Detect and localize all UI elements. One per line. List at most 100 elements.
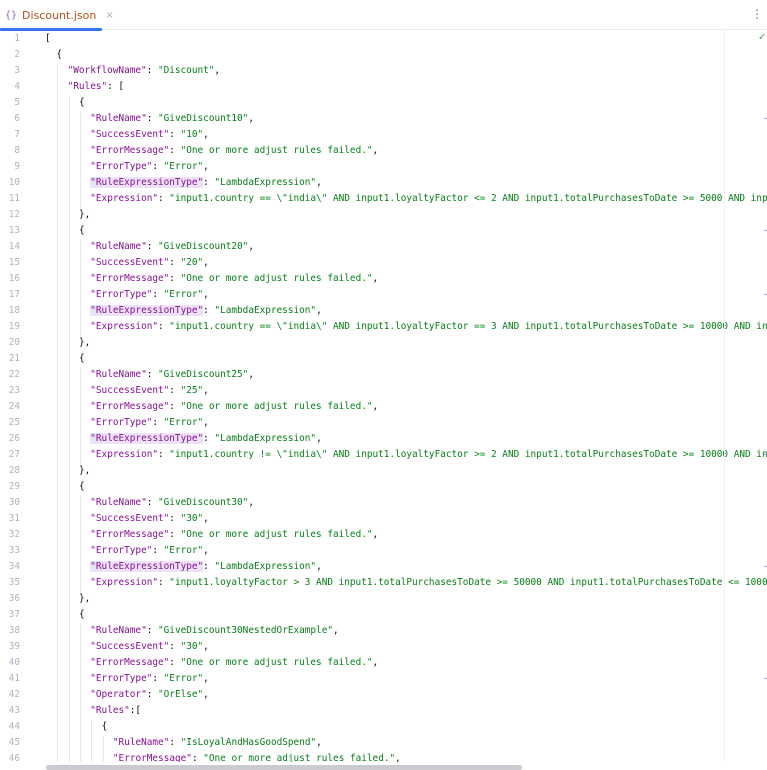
code-line[interactable]: 15"SuccessEvent": "20", — [0, 255, 767, 271]
indent-guide — [79, 399, 81, 415]
code-line[interactable]: 46"ErrorMessage": "One or more adjust ru… — [0, 751, 767, 762]
code-line[interactable]: 36}, — [0, 591, 767, 607]
indent-guide — [79, 303, 81, 319]
code-line[interactable]: 8"ErrorMessage": "One or more adjust rul… — [0, 143, 767, 159]
code-editor[interactable]: 1[2{3"WorkflowName": "Discount",4"Rules"… — [0, 30, 767, 762]
code-line[interactable]: 34"RuleExpressionType": "LambdaExpressio… — [0, 559, 767, 575]
json-punctuation: , — [203, 545, 209, 556]
code-line[interactable]: 42"Operator": "OrElse", — [0, 687, 767, 703]
indent-guide — [79, 271, 81, 287]
code-line[interactable]: 13{ — [0, 223, 767, 239]
json-punctuation: : — [191, 753, 204, 762]
code-line[interactable]: 2{ — [0, 47, 767, 63]
code-line[interactable]: 33"ErrorType": "Error", — [0, 543, 767, 559]
indent-guide — [79, 143, 81, 159]
json-punctuation: : — [169, 273, 181, 284]
code-line[interactable]: 40"ErrorMessage": "One or more adjust ru… — [0, 655, 767, 671]
code-line[interactable]: 21{ — [0, 351, 767, 367]
code-text: "Rules": [ — [68, 79, 124, 95]
scroll-marker[interactable] — [764, 454, 767, 455]
indent-guide — [57, 95, 59, 111]
json-string: "Error" — [163, 545, 204, 556]
code-line[interactable]: 38"RuleName": "GiveDiscount30NestedOrExa… — [0, 623, 767, 639]
json-string: "Error" — [163, 289, 204, 300]
no-problems-check-icon[interactable]: ✓ — [758, 32, 767, 43]
code-line[interactable]: 35"Expression": "input1.loyaltyFactor > … — [0, 575, 767, 591]
code-line[interactable]: 31"SuccessEvent": "30", — [0, 511, 767, 527]
indent-guide — [57, 175, 59, 191]
indent-guide — [57, 255, 59, 271]
indent-guide — [57, 223, 59, 239]
code-line[interactable]: 4"Rules": [ — [0, 79, 767, 95]
indent-guide — [68, 639, 70, 655]
code-line[interactable]: 10"RuleExpressionType": "LambdaExpressio… — [0, 175, 767, 191]
code-line[interactable]: 25"ErrorType": "Error", — [0, 415, 767, 431]
json-punctuation: }, — [78, 465, 91, 476]
indent-guide — [79, 319, 81, 335]
indent-guide — [68, 223, 70, 239]
json-punctuation: { — [78, 481, 85, 492]
code-line[interactable]: 22"RuleName": "GiveDiscount25", — [0, 367, 767, 383]
indent-guide — [68, 703, 70, 719]
indent-guide — [57, 159, 59, 175]
code-line[interactable]: 17"ErrorType": "Error", — [0, 287, 767, 303]
code-line[interactable]: 32"ErrorMessage": "One or more adjust ru… — [0, 527, 767, 543]
code-line[interactable]: 9"ErrorType": "Error", — [0, 159, 767, 175]
json-key: "SuccessEvent" — [90, 641, 170, 652]
code-line[interactable]: 43"Rules":[ — [0, 703, 767, 719]
indent-guide — [79, 671, 81, 687]
code-text: [ — [45, 31, 51, 47]
code-line[interactable]: 24"ErrorMessage": "One or more adjust ru… — [0, 399, 767, 415]
indent-guide — [79, 175, 81, 191]
json-punctuation: : — [152, 545, 164, 556]
indent-guide — [57, 719, 59, 735]
code-line[interactable]: 1[ — [0, 31, 767, 47]
tab-discount-json[interactable]: {} Discount.json × — [0, 0, 114, 31]
code-line[interactable]: 41"ErrorType": "Error", — [0, 671, 767, 687]
indent-guide — [91, 751, 93, 762]
code-line[interactable]: 11"Expression": "input1.country == \"ind… — [0, 191, 767, 207]
code-line[interactable]: 19"Expression": "input1.country == \"ind… — [0, 319, 767, 335]
code-text: "SuccessEvent": "10", — [90, 127, 209, 143]
json-key: "ErrorType" — [90, 289, 153, 300]
json-string: "GiveDiscount25" — [158, 369, 249, 380]
code-line[interactable]: 26"RuleExpressionType": "LambdaExpressio… — [0, 431, 767, 447]
code-text: { — [102, 719, 108, 735]
code-line[interactable]: 29{ — [0, 479, 767, 495]
scroll-marker[interactable] — [764, 566, 767, 567]
indent-guide — [79, 543, 81, 559]
scroll-marker[interactable] — [764, 118, 767, 119]
code-line[interactable]: 7"SuccessEvent": "10", — [0, 127, 767, 143]
code-line[interactable]: 12}, — [0, 207, 767, 223]
code-line[interactable]: 44{ — [0, 719, 767, 735]
scroll-marker[interactable] — [764, 678, 767, 679]
json-string: "input1.loyaltyFactor > 3 AND input1.tot… — [169, 577, 767, 588]
code-line[interactable]: 6"RuleName": "GiveDiscount10", — [0, 111, 767, 127]
close-icon[interactable]: × — [105, 9, 114, 21]
code-line[interactable]: 27"Expression": "input1.country != \"ind… — [0, 447, 767, 463]
json-string: "GiveDiscount30NestedOrExample" — [158, 625, 333, 636]
scroll-marker[interactable] — [764, 230, 767, 231]
code-line[interactable]: 18"RuleExpressionType": "LambdaExpressio… — [0, 303, 767, 319]
horizontal-scrollbar[interactable] — [0, 762, 767, 770]
code-line[interactable]: 28}, — [0, 463, 767, 479]
indent-guide — [57, 143, 59, 159]
indent-guide — [68, 159, 70, 175]
code-line[interactable]: 5{ — [0, 95, 767, 111]
scroll-marker[interactable] — [764, 294, 767, 295]
code-line[interactable]: 23"SuccessEvent": "25", — [0, 383, 767, 399]
more-options-icon[interactable]: ⋮ — [751, 7, 763, 21]
json-punctuation: { — [78, 609, 85, 620]
code-line[interactable]: 16"ErrorMessage": "One or more adjust ru… — [0, 271, 767, 287]
code-line[interactable]: 14"RuleName": "GiveDiscount20", — [0, 239, 767, 255]
json-key: "Operator" — [90, 689, 147, 700]
code-line[interactable]: 39"SuccessEvent": "30", — [0, 639, 767, 655]
scrollbar-thumb[interactable] — [46, 765, 522, 770]
line-number: 36 — [8, 593, 20, 604]
code-line[interactable]: 30"RuleName": "GiveDiscount30", — [0, 495, 767, 511]
code-line[interactable]: 20}, — [0, 335, 767, 351]
code-line[interactable]: 3"WorkflowName": "Discount", — [0, 63, 767, 79]
code-line[interactable]: 37{ — [0, 607, 767, 623]
code-line[interactable]: 45"RuleName": "IsLoyalAndHasGoodSpend", — [0, 735, 767, 751]
indent-guide — [79, 575, 81, 591]
